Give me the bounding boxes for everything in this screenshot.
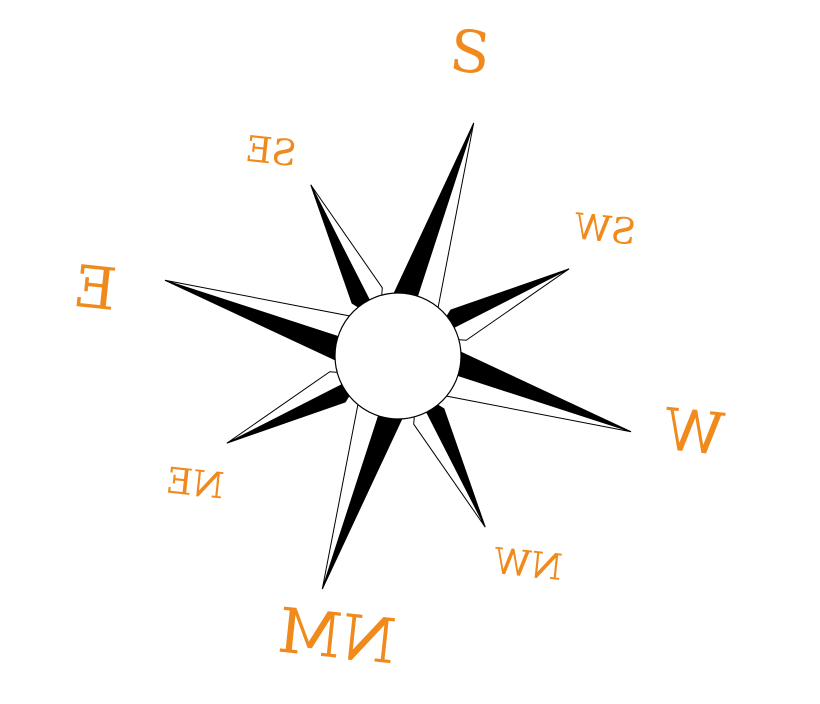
- compass-rose: [165, 123, 631, 589]
- label-northeast: NE: [164, 461, 226, 508]
- label-west: W: [660, 395, 727, 469]
- label-south: S: [447, 16, 494, 88]
- label-east: E: [70, 252, 119, 324]
- label-northwest: NW: [492, 541, 564, 589]
- label-southeast: SE: [244, 129, 299, 175]
- label-southwest: SW: [572, 206, 638, 253]
- center-disc: [335, 293, 461, 419]
- label-north: NM: [275, 594, 400, 679]
